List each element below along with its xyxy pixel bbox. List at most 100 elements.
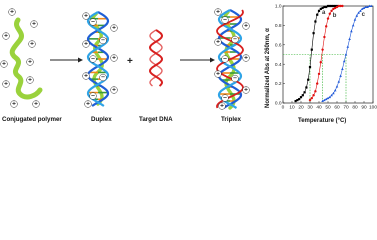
svg-text:−: − bbox=[223, 56, 228, 62]
dna-strand bbox=[86, 11, 110, 107]
y-tick-label: 0.6 bbox=[275, 42, 282, 48]
data-point bbox=[359, 9, 362, 12]
data-point bbox=[342, 59, 346, 63]
data-point bbox=[328, 95, 332, 99]
data-point bbox=[326, 17, 330, 20]
data-point bbox=[351, 24, 355, 27]
x-tick-label: 0 bbox=[282, 105, 285, 111]
x-tick-label: 40 bbox=[316, 105, 322, 111]
data-point bbox=[364, 5, 368, 8]
plus-sign: + bbox=[127, 56, 133, 67]
label-conjugated-polymer: Conjugated polymer bbox=[2, 116, 62, 123]
series-label: a bbox=[322, 10, 326, 16]
data-point bbox=[296, 98, 299, 102]
svg-text:+: + bbox=[216, 71, 221, 77]
positive-charge-icon: + bbox=[8, 8, 16, 16]
triplex-helix: −−−−−+++++++ bbox=[214, 8, 250, 110]
negative-charge-icon: − bbox=[89, 92, 97, 100]
y-tick-label: 1.0 bbox=[275, 4, 282, 10]
positive-charge-icon: + bbox=[110, 86, 118, 94]
data-point bbox=[303, 91, 306, 94]
dna-strand bbox=[217, 9, 243, 109]
chart-reference-lines bbox=[283, 54, 347, 103]
data-point bbox=[360, 7, 364, 10]
data-point bbox=[314, 20, 317, 23]
data-point bbox=[299, 96, 303, 99]
data-point bbox=[348, 37, 351, 40]
svg-text:+: + bbox=[112, 55, 117, 61]
positive-charge-icon: + bbox=[242, 54, 250, 62]
svg-text:−: − bbox=[101, 38, 106, 44]
positive-charge-icon: + bbox=[214, 70, 222, 78]
positive-charge-icon: + bbox=[214, 8, 222, 16]
data-point bbox=[314, 90, 317, 93]
y-tick-label: 0.8 bbox=[275, 23, 282, 29]
data-point bbox=[337, 4, 340, 8]
svg-text:−: − bbox=[91, 19, 96, 25]
data-point bbox=[369, 4, 373, 7]
data-point bbox=[325, 5, 328, 9]
negative-charge-icon: − bbox=[231, 35, 239, 44]
data-point bbox=[307, 78, 310, 81]
data-point bbox=[324, 97, 328, 101]
x-tick-label: 30 bbox=[307, 105, 313, 111]
data-point bbox=[355, 14, 359, 17]
x-tick-label: 90 bbox=[361, 105, 367, 111]
negative-charge-icon: − bbox=[99, 36, 107, 45]
svg-text:+: + bbox=[86, 101, 91, 107]
negative-charge-icon: − bbox=[231, 74, 239, 83]
data-point bbox=[353, 18, 357, 21]
svg-text:−: − bbox=[101, 75, 106, 81]
svg-text:+: + bbox=[244, 23, 249, 29]
x-tick-label: 60 bbox=[334, 105, 340, 111]
chart-xlabel: Temperature (°C) bbox=[298, 118, 346, 124]
data-point bbox=[341, 67, 344, 71]
positive-charge-icon: + bbox=[110, 54, 118, 62]
data-point bbox=[308, 66, 312, 69]
data-point bbox=[366, 5, 369, 8]
svg-text:−: − bbox=[223, 95, 228, 101]
positive-charge-icon: + bbox=[2, 80, 10, 88]
polymer-charges: ++++++++++ bbox=[0, 8, 40, 108]
chart-ylabel: Normalized Abs at 260nm, α bbox=[265, 28, 271, 108]
positive-charge-icon: + bbox=[2, 32, 10, 40]
negative-charge-icon: − bbox=[89, 55, 97, 63]
diagram-canvas: ++++++++++ Conjugated polymer −−−−−+++++… bbox=[0, 4, 377, 124]
positive-charge-icon: + bbox=[218, 102, 226, 110]
data-point bbox=[335, 85, 339, 88]
data-point bbox=[334, 6, 337, 10]
svg-text:+: + bbox=[28, 59, 33, 65]
y-tick-label: 0.2 bbox=[275, 81, 282, 87]
data-point bbox=[294, 99, 297, 103]
x-tick-label: 20 bbox=[298, 105, 304, 111]
positive-charge-icon: + bbox=[30, 20, 38, 28]
label-triplex: Triplex bbox=[221, 116, 242, 123]
duplex-helix: −−−−−+++++++ bbox=[82, 11, 118, 108]
positive-charge-icon: + bbox=[82, 72, 90, 80]
data-point bbox=[308, 98, 312, 102]
data-point bbox=[334, 4, 337, 8]
svg-text:+: + bbox=[84, 41, 89, 47]
data-point bbox=[321, 48, 324, 51]
svg-text:−: − bbox=[91, 93, 96, 99]
positive-charge-icon: + bbox=[84, 100, 92, 108]
data-point bbox=[330, 93, 333, 97]
target-strand bbox=[149, 29, 163, 87]
data-point bbox=[362, 6, 366, 9]
svg-text:+: + bbox=[32, 21, 37, 27]
svg-text:+: + bbox=[28, 77, 33, 83]
third-strand bbox=[216, 9, 244, 109]
data-point bbox=[317, 9, 321, 12]
data-point bbox=[339, 74, 342, 77]
svg-text:+: + bbox=[216, 9, 221, 15]
data-point bbox=[319, 61, 322, 64]
positive-charge-icon: + bbox=[0, 60, 8, 68]
negative-charge-icon: − bbox=[221, 16, 229, 24]
x-tick-label: 80 bbox=[352, 105, 358, 111]
svg-text:+: + bbox=[244, 87, 249, 93]
y-tick-label: 0.0 bbox=[275, 101, 282, 107]
data-point bbox=[346, 45, 350, 48]
arrow-to-duplex bbox=[50, 57, 83, 63]
